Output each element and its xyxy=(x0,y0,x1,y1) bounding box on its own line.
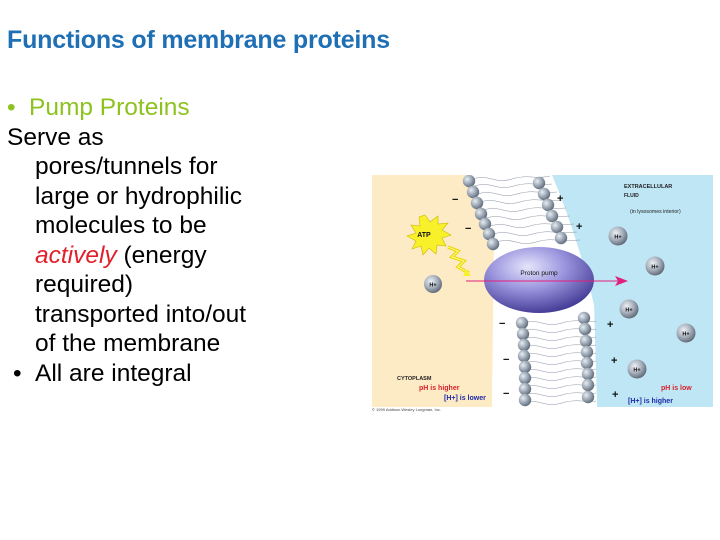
positive-charges: + + + + + xyxy=(557,193,618,401)
svg-text:−: − xyxy=(503,388,509,400)
extracellular-region xyxy=(534,175,713,407)
body-line: transported into/out xyxy=(35,300,247,328)
phospholipid-heads-lower-inner xyxy=(515,316,532,407)
extracellular-ph-label: pH is low xyxy=(661,385,692,392)
svg-text:+: + xyxy=(612,389,618,401)
proton-pump-protein: Proton pump xyxy=(484,247,594,313)
svg-text:+: + xyxy=(576,221,582,233)
svg-text:+: + xyxy=(607,319,613,331)
phospholipid-heads-upper-inner xyxy=(462,175,500,251)
svg-text:H+: H+ xyxy=(429,283,436,289)
svg-text:−: − xyxy=(452,194,458,206)
svg-text:+: + xyxy=(557,193,563,205)
negative-charges: − − − − − xyxy=(452,194,509,400)
hydrogen-ion: H+ xyxy=(608,226,628,246)
bullet-all-integral: • All are integral xyxy=(7,359,367,389)
svg-text:−: − xyxy=(465,223,471,235)
svg-text:H+: H+ xyxy=(682,332,689,338)
slide-title: Functions of membrane proteins xyxy=(7,26,390,54)
phospholipid-heads-lower-outer xyxy=(577,311,595,404)
proton-pump-diagram: − − − − − + + + + + ATP Proton pump xyxy=(372,175,713,415)
cytoplasm-ph-label: pH is higher xyxy=(419,385,460,392)
svg-text:H+: H+ xyxy=(625,308,632,314)
svg-text:H+: H+ xyxy=(614,235,621,241)
cytoplasm-h-label: [H+] is lower xyxy=(444,395,486,402)
hydrogen-ion: H+ xyxy=(676,323,696,343)
body-line-rest: (energy xyxy=(116,241,207,269)
svg-text:−: − xyxy=(503,354,509,366)
extracellular-sublabel: (in lysosomes interior) xyxy=(630,209,681,215)
emphasis-actively: actively xyxy=(35,241,117,269)
atp-starburst-icon: ATP xyxy=(406,214,452,256)
extracellular-label-fluid: FLUID xyxy=(624,193,639,199)
hydrogen-ion: H+ xyxy=(424,275,442,293)
hydrogen-ion: H+ xyxy=(619,299,639,319)
diagram-copyright: © 1999 Addison Wesley Longman, Inc. xyxy=(372,407,441,412)
bullet-text: All are integral xyxy=(35,359,192,387)
svg-text:−: − xyxy=(499,318,505,330)
pump-label: Proton pump xyxy=(520,270,558,277)
body-line: Serve as xyxy=(7,123,104,151)
atp-label: ATP xyxy=(417,232,431,239)
body-line: pores/tunnels for xyxy=(35,153,218,180)
body-line: required) xyxy=(35,271,134,298)
hydrogen-ion: H+ xyxy=(627,359,647,379)
extracellular-h-label: [H+] is higher xyxy=(628,398,673,405)
transport-arrow-icon xyxy=(466,276,628,286)
hydrogen-ion: H+ xyxy=(645,256,665,276)
svg-text:H+: H+ xyxy=(651,265,658,271)
cytoplasm-label: CYTOPLASM xyxy=(397,376,432,382)
extracellular-label: EXTRACELLULAR xyxy=(624,184,672,190)
svg-text:+: + xyxy=(611,355,617,367)
phospholipid-heads-upper-outer xyxy=(532,176,568,245)
bullet-icon: • xyxy=(7,94,16,121)
bullet-text: Pump Proteins xyxy=(29,94,190,121)
slide-body: • Pump Proteins Serve as pores/tunnels fo… xyxy=(7,93,367,388)
body-line: molecules to be xyxy=(35,212,207,239)
body-line: large or hydrophilic xyxy=(35,182,242,210)
body-line-emphasis: actively (energy xyxy=(7,241,367,271)
body-line: of the membrane xyxy=(35,330,221,357)
svg-text:H+: H+ xyxy=(633,368,640,374)
bullet-icon: • xyxy=(13,359,22,387)
bullet-pump-proteins: • Pump Proteins xyxy=(7,93,367,123)
energy-bolt-icon xyxy=(447,245,471,276)
